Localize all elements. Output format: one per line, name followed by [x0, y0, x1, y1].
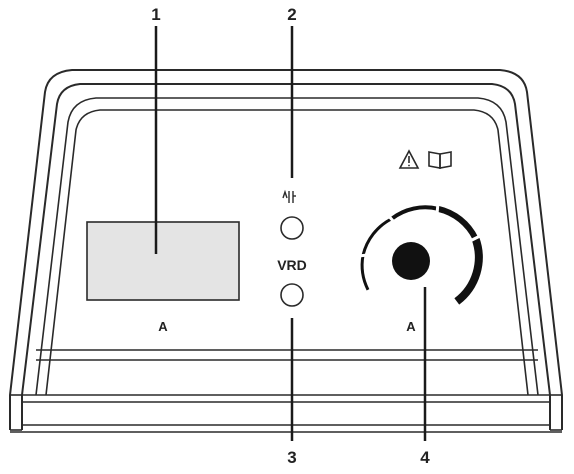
thermal-overload-icon — [282, 189, 296, 203]
knob-unit-label: A — [406, 319, 416, 334]
callout-4: 4 — [420, 448, 430, 467]
display-unit-label: A — [158, 319, 168, 334]
open-book-icon — [428, 151, 452, 169]
handle-frame — [9, 69, 563, 430]
base-rails — [10, 349, 562, 433]
warning-triangle-icon — [398, 149, 420, 169]
current-adjust-knob[interactable] — [392, 242, 430, 280]
thermal-indicator-led — [280, 216, 304, 240]
scale-tick-marks — [357, 202, 481, 258]
callout-1: 1 — [151, 5, 160, 24]
front-panel — [35, 97, 539, 396]
vrd-indicator-led — [280, 283, 304, 307]
vrd-label: VRD — [277, 257, 307, 273]
current-scale-arc — [360, 205, 483, 305]
callout-2: 2 — [287, 5, 296, 24]
digital-display — [86, 221, 240, 301]
callout-3: 3 — [287, 448, 296, 467]
callout-leaders — [154, 26, 427, 441]
